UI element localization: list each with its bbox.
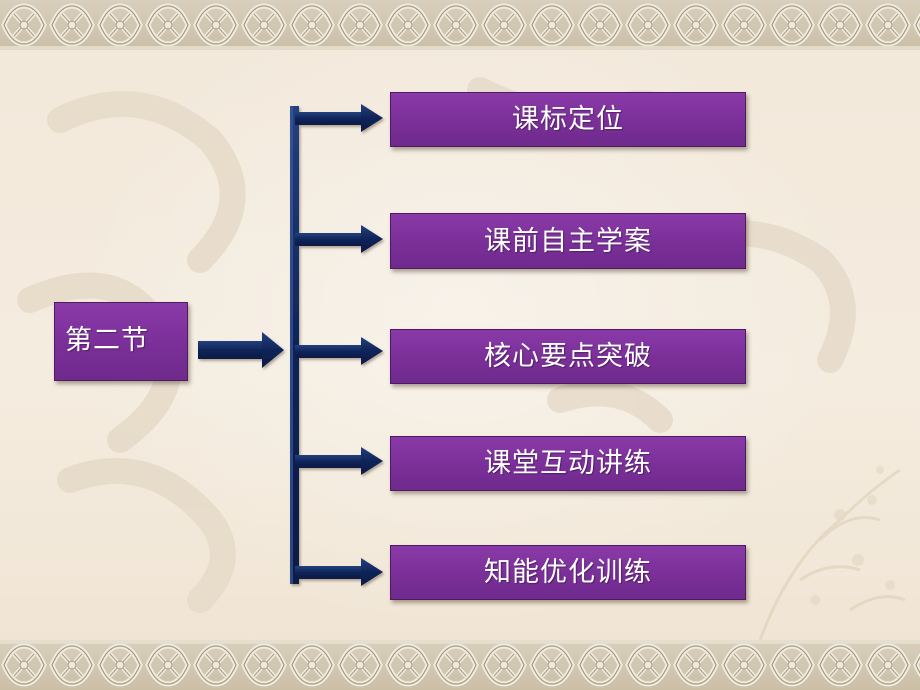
arrow-right-icon [295, 558, 383, 586]
bottom-ornamental-border [0, 640, 920, 690]
node-label: 课前自主学案 [484, 225, 652, 257]
top-ornamental-border [0, 0, 920, 50]
connector-trunk [290, 106, 299, 584]
arrow-right-icon [295, 104, 383, 132]
root-node-label: 第二节 [65, 325, 149, 356]
arrow-right-icon [198, 332, 284, 368]
node-label: 核心要点突破 [484, 341, 652, 372]
arrow-right-icon [295, 447, 383, 475]
node-classroom-practice[interactable]: 课堂互动讲练 [390, 436, 746, 491]
arrow-right-icon [295, 225, 383, 253]
node-curriculum-positioning[interactable]: 课标定位 [390, 92, 746, 147]
node-key-points[interactable]: 核心要点突破 [390, 329, 746, 384]
node-label: 知能优化训练 [484, 557, 652, 588]
node-label: 课标定位 [512, 104, 624, 135]
arrow-right-icon [295, 337, 383, 365]
node-preclass-self-study[interactable]: 课前自主学案 [390, 213, 746, 269]
node-label: 课堂互动讲练 [484, 448, 652, 479]
root-node-section[interactable]: 第二节 [54, 302, 188, 381]
node-knowledge-training[interactable]: 知能优化训练 [390, 545, 746, 600]
